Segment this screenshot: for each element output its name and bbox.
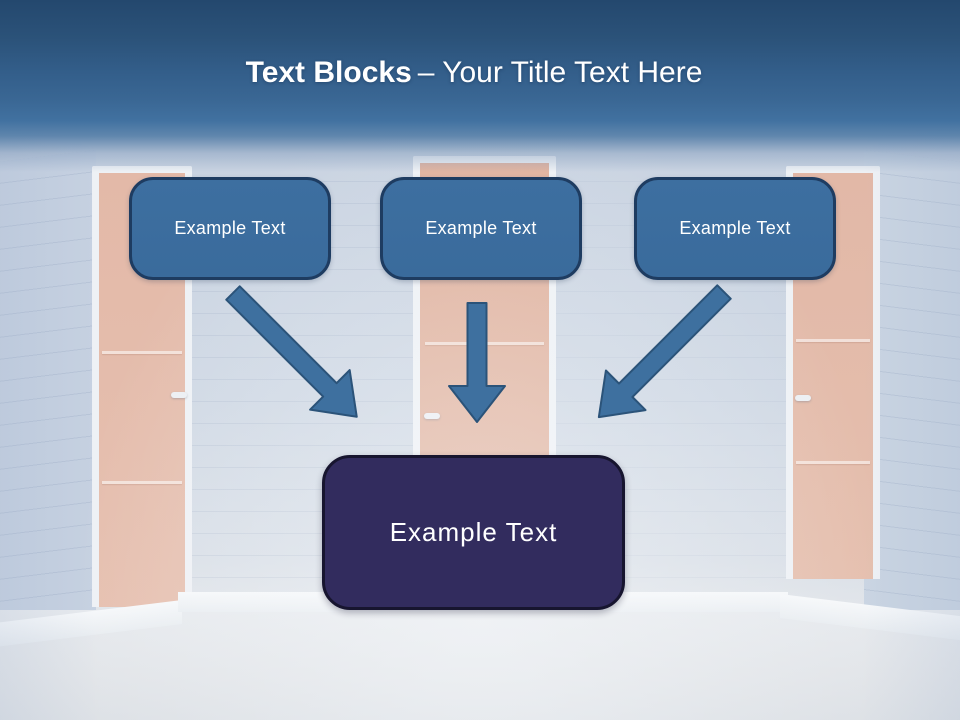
text-block-3-label: Example Text [679, 218, 791, 238]
door-panel-line [102, 481, 182, 485]
text-block-2[interactable]: Example Text [380, 177, 582, 280]
door-handle-icon [795, 395, 811, 401]
header-gradient-bar [0, 0, 960, 172]
text-block-3[interactable]: Example Text [634, 177, 836, 280]
door-panel-line [796, 339, 870, 343]
diagonal-arrow-down-left-icon[interactable] [579, 272, 744, 437]
center-text-block[interactable]: Example Text [322, 455, 625, 610]
door-handle-icon [424, 413, 440, 419]
text-block-1-label: Example Text [174, 218, 286, 238]
floor [0, 610, 960, 720]
door-panel-line [102, 350, 182, 354]
slide-title[interactable]: Text Blocks– Your Title Text Here [0, 53, 948, 93]
door-panel-line [796, 461, 870, 465]
door-handle-icon [171, 392, 187, 398]
straight-arrow-down-icon[interactable] [448, 302, 506, 423]
diagonal-arrow-down-right-icon[interactable] [213, 273, 376, 436]
text-block-2-label: Example Text [425, 218, 537, 238]
text-block-1[interactable]: Example Text [129, 177, 331, 280]
title-subtitle-text: – Your Title Text Here [417, 56, 703, 89]
title-bold-text: Text Blocks [245, 56, 412, 89]
center-text-block-label: Example Text [389, 517, 558, 547]
